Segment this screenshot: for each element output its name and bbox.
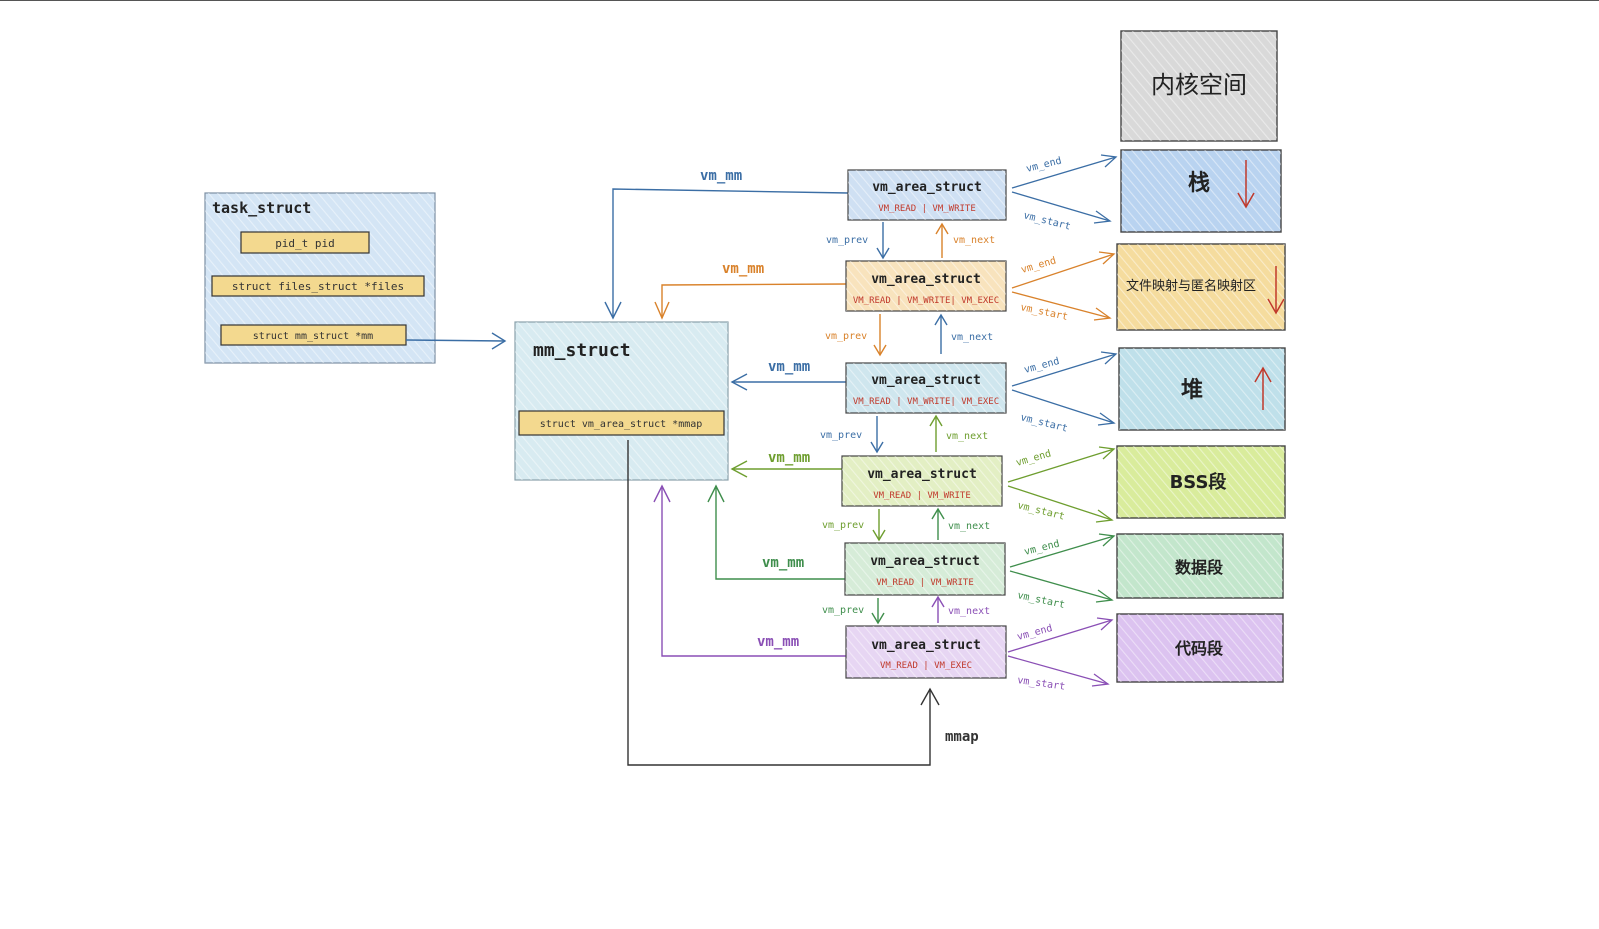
- mmap-field-box: [518, 410, 725, 436]
- vma-flags: VM_READ | VM_WRITE: [876, 578, 974, 588]
- mmap-label: mmap: [945, 729, 979, 745]
- pid-field-box: [240, 231, 370, 254]
- mmap-field: struct vm_area_struct *mmap: [540, 419, 703, 430]
- segment-data: 数据段: [1116, 533, 1284, 599]
- chain-2-3: vm_prev vm_next: [820, 414, 988, 454]
- segment-mmap-region: 文件映射与匿名映射区: [1116, 243, 1286, 331]
- segment-stack: 栈: [1120, 149, 1282, 233]
- vma-flags: VM_READ | VM_EXEC: [880, 661, 972, 671]
- segment-label: 代码段: [1174, 639, 1224, 658]
- vm-end-label: vm_end: [1025, 155, 1063, 174]
- range-arrows-1: vm_end vm_start: [1011, 251, 1116, 323]
- mm-pointer-arrow: [405, 332, 507, 350]
- mmap-pointer-arrow: mmap: [627, 440, 979, 766]
- vm-next-label: vm_next: [946, 431, 988, 442]
- vm-start-label: vm_start: [1016, 500, 1065, 522]
- vm-area-struct-3: vm_area_struct VM_READ | VM_WRITE: [841, 455, 1003, 507]
- vm-area-struct-5: vm_area_struct VM_READ | VM_EXEC: [845, 625, 1007, 679]
- segment-label: BSS段: [1170, 471, 1228, 493]
- vm-prev-label: vm_prev: [826, 235, 868, 246]
- vm-mm-link-0: vm_mm: [604, 168, 849, 320]
- vm-area-struct-1: vm_area_struct VM_READ | VM_WRITE| VM_EX…: [845, 260, 1007, 312]
- arrow-up-icon: [1254, 366, 1272, 410]
- files-field-box: [211, 275, 425, 297]
- vma-title: vm_area_struct: [871, 272, 981, 287]
- arrow-down-icon: [1267, 266, 1285, 315]
- segment-code: 代码段: [1116, 613, 1284, 683]
- vm-mm-link-1: vm_mm: [654, 261, 847, 320]
- mm-field: struct mm_struct *mm: [253, 331, 373, 342]
- vma-title: vm_area_struct: [871, 638, 981, 653]
- arrow-down-icon: [1237, 160, 1255, 209]
- vm-mm-label: vm_mm: [768, 359, 810, 375]
- vm-end-label: vm_end: [1015, 448, 1053, 469]
- segment-label: 内核空间: [1151, 71, 1247, 99]
- vm-mm-link-2: vm_mm: [730, 359, 846, 391]
- vm-mm-label: vm_mm: [722, 261, 764, 277]
- vm-next-label: vm_next: [953, 235, 995, 246]
- task-struct-box: task_struct pid_t pid struct files_struc…: [204, 192, 436, 364]
- vm-start-label: vm_start: [1022, 210, 1071, 232]
- segment-heap: 堆: [1118, 347, 1286, 431]
- mm-struct-box: mm_struct struct vm_area_struct *mmap: [514, 321, 729, 481]
- vma-title: vm_area_struct: [871, 373, 981, 388]
- segment-bss: BSS段: [1116, 445, 1286, 519]
- vm-prev-label: vm_prev: [820, 430, 862, 441]
- vm-next-label: vm_next: [951, 332, 993, 343]
- vm-start-label: vm_start: [1016, 590, 1065, 611]
- vm-prev-label: vm_prev: [822, 605, 864, 616]
- vm-mm-label: vm_mm: [768, 450, 810, 466]
- files-field: struct files_struct *files: [232, 280, 404, 293]
- vm-mm-link-3: vm_mm: [730, 450, 842, 478]
- segment-kernel-space: 内核空间: [1120, 30, 1278, 142]
- vm-mm-label: vm_mm: [757, 634, 799, 650]
- vm-next-label: vm_next: [948, 521, 990, 532]
- task-struct-title: task_struct: [212, 199, 311, 217]
- vm-mm-link-5: vm_mm: [653, 484, 846, 657]
- mm-field-box: [220, 324, 407, 346]
- vm-start-label: vm_start: [1019, 412, 1068, 434]
- vm-area-struct-4: vm_area_struct VM_READ | VM_WRITE: [844, 542, 1006, 596]
- chain-0-1: vm_prev vm_next: [826, 222, 995, 260]
- vma-title: vm_area_struct: [870, 554, 980, 569]
- vm-mm-link-4: vm_mm: [707, 484, 845, 580]
- vma-flags: VM_READ | VM_WRITE: [873, 491, 971, 501]
- range-arrows-4: vm_end vm_start: [1009, 533, 1116, 611]
- vma-flags: VM_READ | VM_WRITE| VM_EXEC: [853, 296, 999, 306]
- mm-struct-title: mm_struct: [533, 340, 631, 361]
- segment-label: 堆: [1181, 378, 1203, 403]
- vm-end-label: vm_end: [1020, 255, 1058, 276]
- top-border: [0, 0, 1599, 1]
- range-arrows-2: vm_end vm_start: [1011, 351, 1118, 435]
- segment-label: 数据段: [1175, 558, 1224, 577]
- chain-3-4: vm_prev vm_next: [822, 507, 990, 542]
- vm-prev-label: vm_prev: [825, 331, 867, 342]
- segment-label: 栈: [1188, 171, 1210, 196]
- range-arrows-0: vm_end vm_start: [1011, 154, 1118, 233]
- vma-title: vm_area_struct: [867, 467, 977, 482]
- chain-4-5: vm_prev vm_next: [822, 595, 990, 625]
- vm-area-struct-2: vm_area_struct VM_READ | VM_WRITE| VM_EX…: [845, 362, 1007, 414]
- vm-mm-label: vm_mm: [762, 555, 804, 571]
- vma-flags: VM_READ | VM_WRITE: [878, 204, 976, 214]
- vm-end-label: vm_end: [1023, 538, 1061, 557]
- vm-prev-label: vm_prev: [822, 520, 864, 531]
- segment-label: 文件映射与匿名映射区: [1126, 278, 1256, 294]
- vm-next-label: vm_next: [948, 606, 990, 617]
- chain-1-2: vm_prev vm_next: [825, 313, 993, 357]
- vm-area-struct-0: vm_area_struct VM_READ | VM_WRITE: [847, 169, 1007, 221]
- vm-mm-label: vm_mm: [700, 168, 742, 184]
- pid-field: pid_t pid: [275, 237, 335, 250]
- vma-flags: VM_READ | VM_WRITE| VM_EXEC: [853, 397, 999, 407]
- vm-start-label: vm_start: [1017, 675, 1066, 693]
- range-arrows-3: vm_end vm_start: [1007, 446, 1116, 523]
- vma-title: vm_area_struct: [872, 180, 982, 195]
- range-arrows-5: vm_end vm_start: [1007, 617, 1114, 693]
